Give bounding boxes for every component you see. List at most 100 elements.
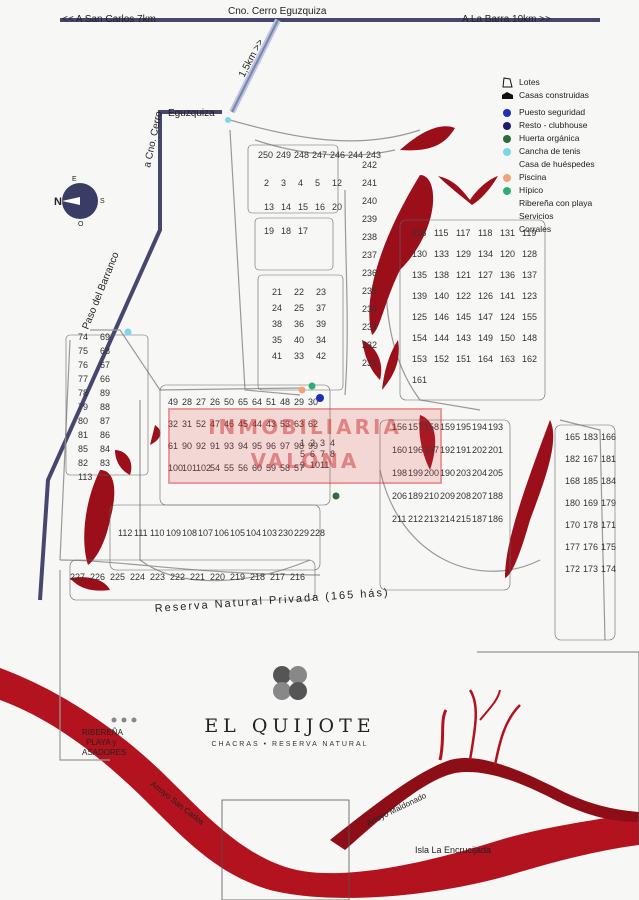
- lot-number: 129: [456, 249, 471, 259]
- lot-number: 63: [294, 419, 304, 429]
- huerta-marker: [332, 492, 340, 500]
- lot-number: 221: [190, 572, 205, 582]
- lot-number: 12: [332, 178, 342, 188]
- lot-number: 34: [316, 335, 326, 345]
- lot-number: 176: [583, 542, 598, 552]
- lot-number: 116: [412, 228, 426, 238]
- legend-dot-icon: [503, 186, 511, 195]
- lot-number: 25: [294, 303, 304, 313]
- lot-number: 17: [298, 226, 308, 236]
- lot-number: 170: [565, 520, 580, 530]
- lot-number: 222: [170, 572, 185, 582]
- legend-dot-icon: [503, 121, 511, 130]
- lot-number: 85: [78, 444, 88, 454]
- lot-number: 10: [310, 460, 320, 470]
- lot-number: 2: [264, 178, 269, 188]
- lot-number: 175: [601, 542, 616, 552]
- lot-number: 150: [500, 333, 515, 343]
- lot-number: 240: [362, 196, 377, 206]
- lot-number: 149: [478, 333, 493, 343]
- lot-number: 225: [110, 572, 125, 582]
- lot-number: 131: [500, 228, 515, 238]
- clover-logo-icon: [273, 666, 307, 700]
- lot-number: 210: [424, 491, 439, 501]
- lot-number: 75: [78, 346, 88, 356]
- lot-number: 192: [440, 445, 455, 455]
- lot-number: 218: [250, 572, 265, 582]
- lot-number: 30: [308, 397, 318, 407]
- lot-number: 141: [500, 291, 515, 301]
- legend-label: Piscina: [519, 172, 547, 182]
- lot-number: 84: [100, 444, 110, 454]
- lot-number: 45: [238, 419, 248, 429]
- compass: N E S O: [54, 175, 106, 228]
- lot-number: 130: [412, 249, 427, 259]
- lot-number: 123: [522, 291, 537, 301]
- san-carlos-direction: << A San Carlos 7km: [62, 14, 156, 25]
- lot-number: 160: [392, 445, 407, 455]
- lot-number: 186: [488, 514, 503, 524]
- lot-number: 151: [456, 354, 471, 364]
- lot-number: 76: [78, 360, 88, 370]
- lot-number: 93: [224, 441, 234, 451]
- lot-number: 194: [472, 422, 487, 432]
- lot-number: 15: [298, 202, 308, 212]
- lot-number: 147: [478, 312, 493, 322]
- lot-number: 9: [300, 460, 305, 470]
- lot-number: 5: [300, 449, 305, 459]
- lot-number: 47: [210, 419, 220, 429]
- lot-number: 50: [224, 397, 234, 407]
- svg-text:PLAYA y: PLAYA y: [86, 738, 116, 747]
- lot-number: 188: [488, 491, 503, 501]
- legend-item: Corrales: [500, 223, 638, 236]
- lot-number: 146: [434, 312, 449, 322]
- lot-number: 248: [294, 150, 309, 160]
- lot-number: 35: [272, 335, 282, 345]
- legend-label: Casa de huéspedes: [519, 159, 595, 169]
- lot-number: 250: [258, 150, 273, 160]
- lot-number: 108: [182, 528, 197, 538]
- lot-number: 197: [424, 445, 439, 455]
- lot-number: 139: [412, 291, 427, 301]
- lot-number: 31: [182, 419, 192, 429]
- lot-number: 80: [78, 416, 88, 426]
- legend-label: Resto - clubhouse: [519, 120, 588, 130]
- lot-number: 172: [565, 564, 580, 574]
- lot-number: 136: [500, 270, 515, 280]
- legend-item: Cancha de tenis: [500, 145, 638, 158]
- lot-number: 111: [134, 528, 148, 538]
- compass-south: S: [100, 198, 105, 205]
- legend-item: Casas construidas: [500, 89, 638, 102]
- lot-number: 120: [500, 249, 515, 259]
- lot-number: 220: [210, 572, 225, 582]
- lot-number: 2: [310, 438, 315, 448]
- lot-number: 231: [362, 358, 377, 368]
- logo-tagline: CHACRAS • RESERVA NATURAL: [211, 741, 369, 748]
- lot-number: 83: [100, 458, 110, 468]
- lot-number: 177: [565, 542, 580, 552]
- legend-dot-icon: [503, 173, 511, 182]
- legend-item: Lotes: [500, 76, 638, 89]
- lot-number: 158: [424, 422, 439, 432]
- lot-number: 223: [150, 572, 165, 582]
- lot-number: 24: [272, 303, 282, 313]
- lot-number: 215: [456, 514, 471, 524]
- lot-number: 5: [315, 178, 320, 188]
- compass-north: N: [54, 196, 62, 208]
- lot-number: 155: [522, 312, 537, 322]
- lot-number: 152: [434, 354, 449, 364]
- lot-number: 161: [412, 375, 427, 385]
- legend-item: Servicios: [500, 210, 638, 223]
- lot-number: 33: [294, 351, 304, 361]
- lot-number: 65: [238, 397, 248, 407]
- lot-number: 229: [294, 528, 309, 538]
- lot-number: 95: [252, 441, 262, 451]
- watermark: INMOBILIARIA VALONA: [168, 408, 442, 484]
- lot-number: 184: [601, 476, 616, 486]
- lot-number: 102: [196, 463, 211, 473]
- lot-number: 174: [601, 564, 616, 574]
- lot-number: 103: [262, 528, 277, 538]
- lot-number: 42: [316, 351, 326, 361]
- lot-number: 213: [424, 514, 439, 524]
